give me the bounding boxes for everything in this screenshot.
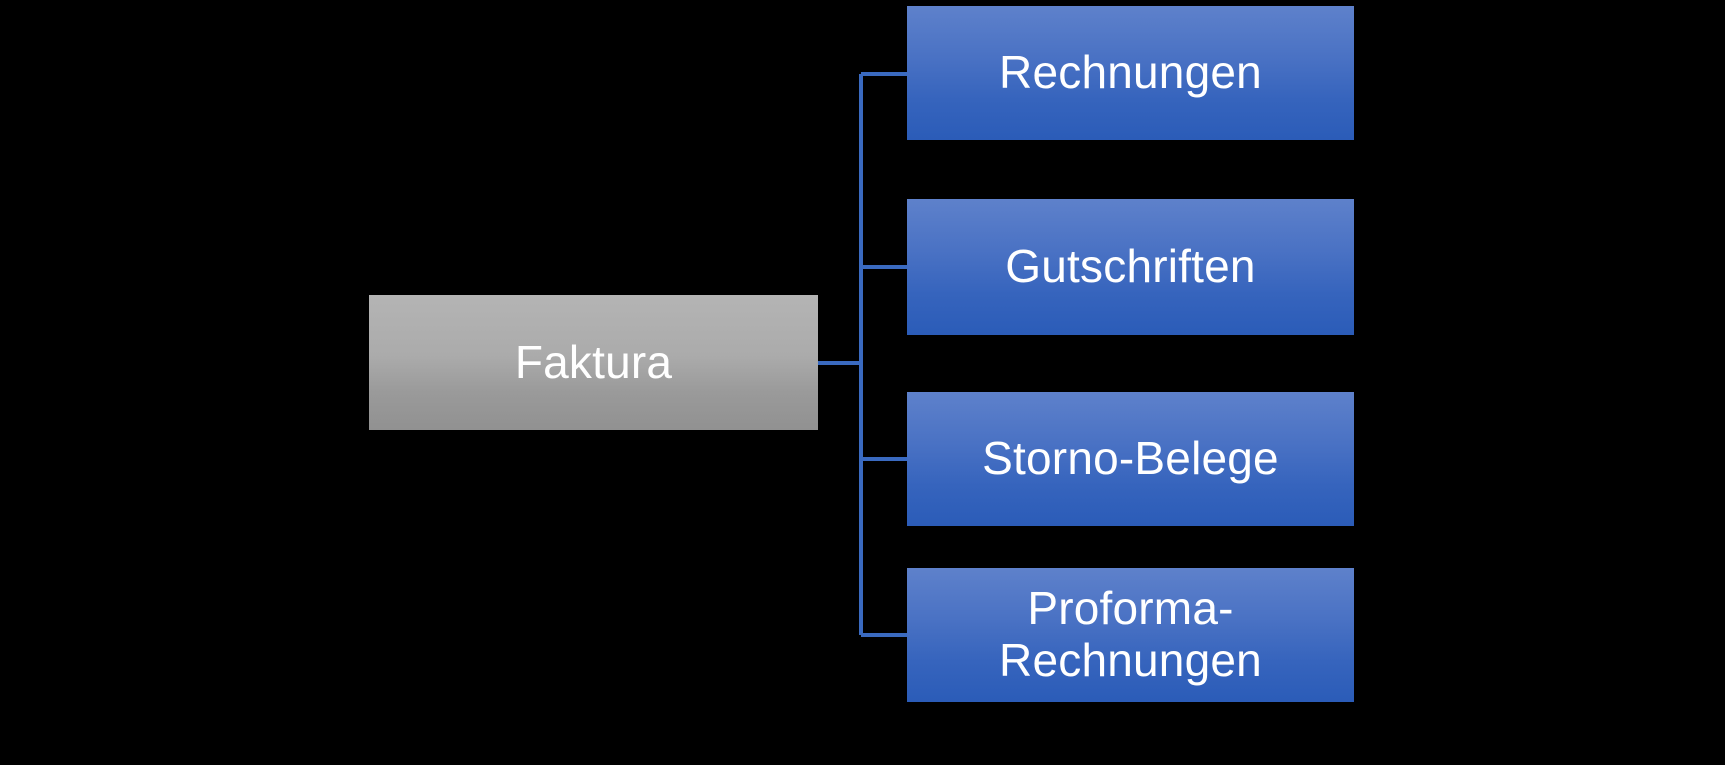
node-gutschriften-label: Gutschriften (1005, 240, 1256, 293)
node-faktura-label: Faktura (514, 335, 673, 388)
node-rechnungen-label: Rechnungen (999, 46, 1262, 99)
node-proforma-rechnungen-label: Proforma- Rechnungen (999, 582, 1262, 686)
node-faktura[interactable]: Faktura (369, 295, 818, 430)
node-storno-belege-label: Storno-Belege (982, 432, 1279, 485)
node-proforma-rechnungen[interactable]: Proforma- Rechnungen (907, 568, 1354, 702)
node-storno-belege[interactable]: Storno-Belege (907, 392, 1354, 526)
node-gutschriften[interactable]: Gutschriften (907, 199, 1354, 335)
node-rechnungen[interactable]: Rechnungen (907, 6, 1354, 140)
